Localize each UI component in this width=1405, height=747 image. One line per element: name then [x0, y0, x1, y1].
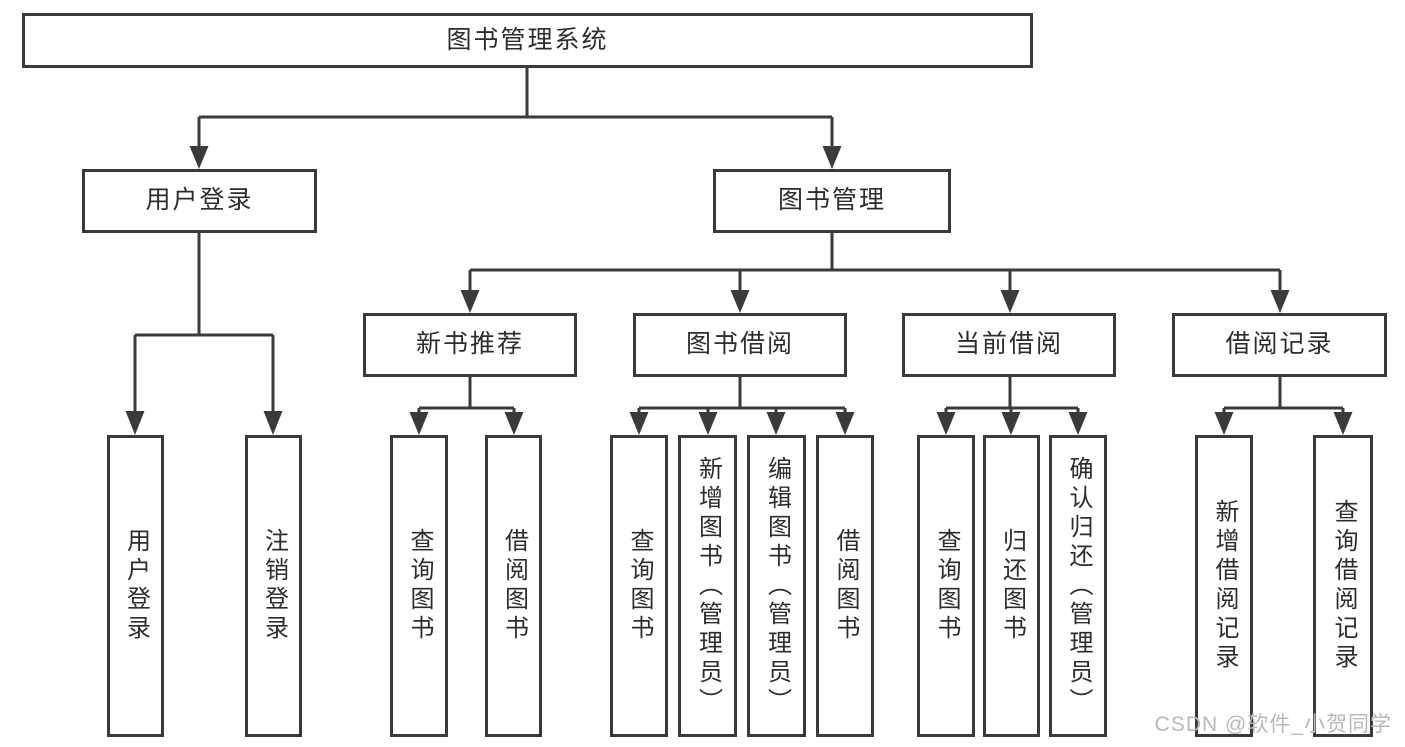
node-label: 确认归还（管理员）	[1065, 455, 1092, 717]
leaf-borrow-books-borrowing: 借阅图书	[816, 435, 874, 737]
node-borrowing-records: 借阅记录	[1172, 313, 1387, 377]
edge-user-login-to-leaves	[125, 233, 283, 435]
node-label: 查询借阅记录	[1330, 499, 1357, 673]
leaf-confirm-return-admin: 确认归还（管理员）	[1049, 435, 1107, 737]
edge-borrow-records-to-leaves	[1214, 377, 1353, 435]
node-label: 查询图书	[626, 528, 653, 644]
node-label: 新增借阅记录	[1211, 499, 1238, 673]
node-book-borrowing: 图书借阅	[633, 313, 847, 377]
node-library-management-system: 图书管理系统	[22, 13, 1033, 68]
csdn-watermark: CSDN @软件_小贺同学	[1154, 713, 1392, 736]
node-label: 新增图书（管理员）	[694, 455, 722, 717]
leaf-edit-books-admin: 编辑图书（管理员）	[747, 435, 806, 737]
leaf-query-books-borrowing: 查询图书	[610, 435, 668, 737]
leaf-query-books-current: 查询图书	[917, 435, 975, 737]
node-book-management: 图书管理	[713, 169, 951, 233]
node-label: 用户登录	[145, 186, 254, 215]
node-label: 查询图书	[933, 528, 960, 644]
node-label: 归还图书	[998, 528, 1026, 644]
node-label: 图书借阅	[685, 330, 794, 359]
edge-root-to-level2	[189, 68, 842, 169]
edge-book-borrow-to-leaves	[629, 377, 855, 435]
node-label: 编辑图书（管理员）	[763, 455, 791, 717]
node-current-borrowing: 当前借阅	[902, 313, 1116, 377]
node-label: 用户登录	[122, 528, 150, 644]
edge-current-borrow-to-leaves	[936, 377, 1088, 435]
leaf-query-books-recommendation: 查询图书	[390, 435, 448, 737]
leaf-return-books: 归还图书	[983, 435, 1040, 737]
node-label: 借阅图书	[500, 528, 528, 644]
node-new-book-recommendation: 新书推荐	[363, 313, 577, 377]
node-label: 借阅图书	[832, 528, 859, 644]
leaf-logout: 注销登录	[245, 435, 302, 737]
leaf-user-login: 用户登录	[107, 435, 164, 737]
node-label: 新书推荐	[415, 330, 524, 359]
leaf-add-borrow-record: 新增借阅记录	[1195, 435, 1253, 737]
edge-book-mgmt-to-level3	[460, 233, 1290, 313]
node-label: 借阅记录	[1225, 330, 1334, 359]
node-label: 图书管理系统	[446, 25, 609, 54]
leaf-add-books-admin: 新增图书（管理员）	[678, 435, 737, 737]
leaf-borrow-books-recommendation: 借阅图书	[485, 435, 542, 737]
node-label: 注销登录	[260, 528, 288, 644]
node-label: 图书管理	[777, 186, 886, 215]
node-user-login: 用户登录	[82, 169, 317, 233]
node-label: 查询图书	[406, 528, 433, 644]
edge-new-book-rec-to-leaves	[409, 377, 524, 435]
node-label: 当前借阅	[954, 330, 1063, 359]
leaf-query-borrow-record: 查询借阅记录	[1313, 435, 1373, 737]
